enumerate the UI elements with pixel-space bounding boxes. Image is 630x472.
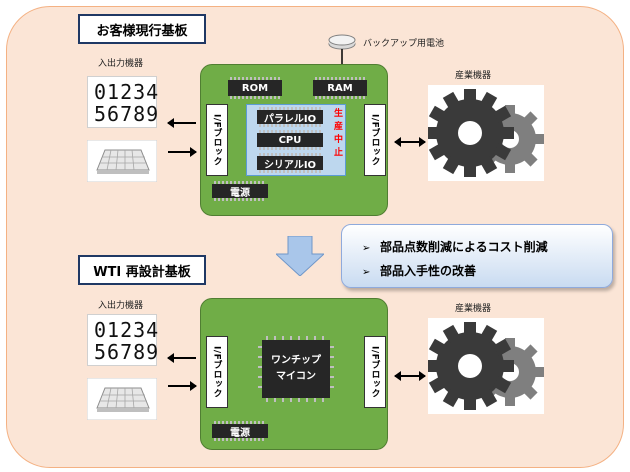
numeric-display-2: 01234 56789: [87, 314, 160, 366]
mcu-line-2: マイコン: [276, 371, 316, 382]
gears-icon: [428, 85, 544, 181]
input-arrow: [168, 147, 197, 157]
industrial-devices-label-2: 産業機器: [455, 304, 492, 314]
if-block-right-2: I/Fブロック: [364, 336, 386, 408]
keyboard-icon-2: [87, 378, 157, 420]
power-chip: 電源: [212, 181, 268, 201]
gears-icon-2: [428, 318, 544, 414]
industrial-devices-label: 産業機器: [455, 71, 492, 81]
current-board-title: お客様現行基板: [78, 14, 206, 44]
serial-io-chip: シリアルIO: [257, 153, 323, 173]
keyboard-icon: [87, 140, 157, 182]
industrial-arrow: [394, 137, 426, 147]
benefits-box: ➢部品点数削減によるコスト削減 ➢部品入手性の改善: [341, 224, 613, 288]
display-row-1: 01234: [94, 80, 160, 104]
power-chip-2: 電源: [212, 421, 268, 441]
mcu-line-1: ワンチップ: [271, 355, 321, 366]
industrial-arrow-2: [394, 371, 426, 381]
output-arrow-2: [167, 353, 196, 363]
mcu-chip: ワンチップ マイコン: [262, 340, 330, 398]
input-arrow-2: [168, 381, 197, 391]
parallel-io-chip: パラレルIO: [257, 107, 323, 127]
down-arrow-icon: [276, 236, 324, 276]
ram-chip: RAM: [313, 77, 367, 99]
battery-label: バックアップ用電池: [363, 39, 445, 49]
output-arrow: [167, 118, 196, 128]
cpu-chip: CPU: [257, 130, 323, 150]
display-row-2: 56789: [94, 340, 160, 364]
numeric-display: 01234 56789: [87, 76, 160, 128]
io-devices-label-2: 入出力機器: [98, 301, 144, 311]
battery-icon: [328, 34, 356, 74]
display-row-2: 56789: [94, 102, 160, 126]
display-row-1: 01234: [94, 318, 160, 342]
discontinued-label: 生産中止: [332, 108, 342, 160]
benefit-item-2: ➢部品入手性の改善: [362, 264, 477, 278]
rom-chip: ROM: [228, 77, 282, 99]
mcu-pins: [258, 336, 334, 402]
io-devices-label: 入出力機器: [98, 59, 144, 69]
if-block-left: I/Fブロック: [206, 104, 228, 176]
if-block-left-2: I/Fブロック: [206, 336, 228, 408]
redesign-board-title: WTI 再設計基板: [78, 255, 206, 285]
if-block-right: I/Fブロック: [364, 104, 386, 176]
benefit-item-1: ➢部品点数削減によるコスト削減: [362, 240, 548, 254]
